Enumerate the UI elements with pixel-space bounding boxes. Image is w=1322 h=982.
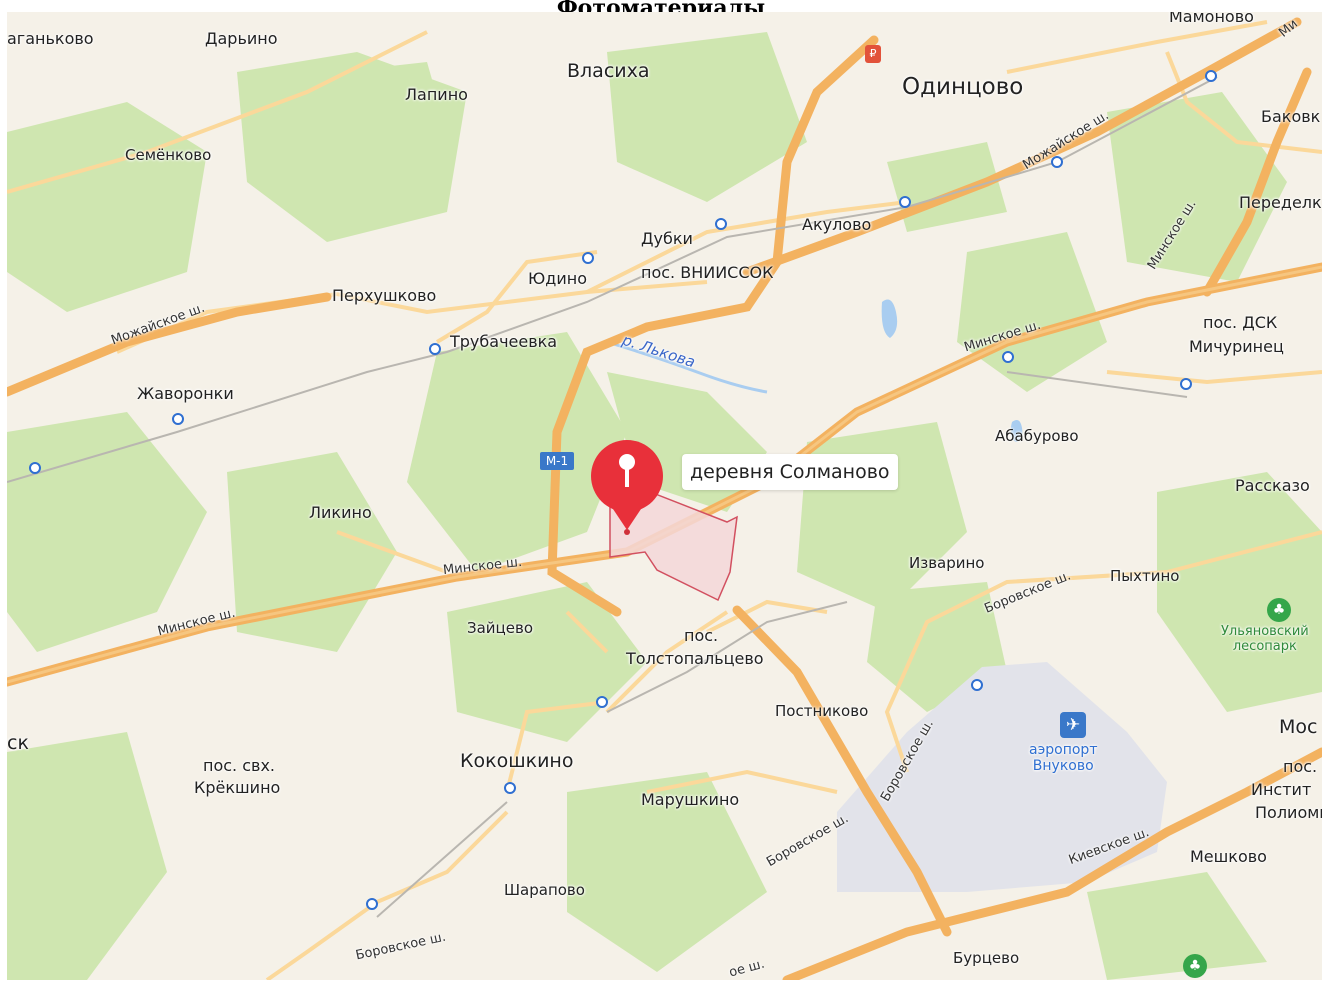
place-label[interactable]: Жаворонки (137, 384, 234, 403)
railway-station-icon[interactable] (1051, 156, 1063, 168)
place-label[interactable]: Переделк (1239, 193, 1322, 212)
park-icon[interactable]: ♣ (1267, 598, 1291, 622)
map-pin-icon[interactable] (591, 440, 663, 530)
place-label[interactable]: пос. свх. (203, 756, 275, 775)
heading-text: Фотоматериалы (557, 0, 765, 12)
map-base (7, 12, 1322, 980)
place-label[interactable]: Дарьино (205, 29, 278, 48)
place-label[interactable]: Ликино (309, 503, 372, 522)
railway-station-icon[interactable] (971, 679, 983, 691)
place-label[interactable]: Баковк (1261, 107, 1321, 126)
railway-station-icon[interactable] (715, 218, 727, 230)
place-label[interactable]: Юдино (528, 269, 587, 288)
place-label[interactable]: Зайцево (467, 619, 534, 637)
place-label[interactable]: Шарапово (504, 881, 585, 899)
railway-station-icon[interactable] (1205, 70, 1217, 82)
town-label[interactable]: Мос (1279, 716, 1318, 738)
place-label[interactable]: Абабурово (995, 427, 1079, 445)
place-label[interactable]: Марушкино (641, 790, 740, 809)
place-label[interactable]: Мичуринец (1189, 337, 1284, 356)
town-label[interactable]: ск (7, 732, 29, 754)
airport-icon[interactable]: ✈ (1060, 712, 1086, 738)
park-icon[interactable]: ♣ (1183, 954, 1207, 978)
place-label[interactable]: Крёкшино (194, 778, 281, 797)
place-label[interactable]: Лапино (405, 85, 468, 104)
town-label[interactable]: Власиха (567, 60, 650, 82)
place-label[interactable]: Дубки (641, 229, 693, 248)
park-label-line2: лесопарк (1232, 639, 1297, 654)
place-label[interactable]: Мешково (1190, 847, 1267, 866)
railway-station-icon[interactable] (366, 898, 378, 910)
place-label[interactable]: аганьково (7, 29, 94, 48)
place-label[interactable]: пос. (1283, 757, 1318, 776)
page-heading: Фотоматериалы (0, 0, 1322, 12)
railway-station-icon[interactable] (504, 782, 516, 794)
railway-station-icon[interactable] (1002, 351, 1014, 363)
place-label[interactable]: пос. ВНИИССОК (641, 263, 774, 282)
railway-station-icon[interactable] (29, 462, 41, 474)
railway-station-icon[interactable] (596, 696, 608, 708)
town-label[interactable]: Одинцово (902, 74, 1024, 100)
railway-station-icon[interactable] (172, 413, 184, 425)
railway-station-icon[interactable] (1180, 378, 1192, 390)
airport-label-line2: Внуково (1032, 758, 1094, 774)
park-label-line1: Ульяновский (1221, 624, 1309, 639)
airport-label[interactable]: аэропорт Внуково (1029, 742, 1097, 774)
place-label[interactable]: Полиоми (1255, 803, 1322, 822)
place-label[interactable]: Рассказо (1235, 476, 1310, 495)
railway-station-icon[interactable] (899, 196, 911, 208)
place-label[interactable]: Трубачеевка (450, 332, 558, 351)
place-label[interactable]: Мамоново (1169, 7, 1254, 26)
place-label[interactable]: Толстопальцево (626, 649, 764, 668)
place-label[interactable]: Пыхтино (1110, 567, 1180, 585)
highway-shield: М-1 (540, 452, 574, 470)
place-label[interactable]: Акулово (802, 215, 872, 234)
fuel-station-icon: ₽ (865, 45, 881, 63)
place-label[interactable]: пос. (684, 626, 719, 645)
place-label[interactable]: Инстит (1251, 780, 1312, 799)
place-label[interactable]: Изварино (909, 554, 985, 572)
park-label[interactable]: Ульяновский лесопарк (1221, 624, 1309, 654)
marker-label[interactable]: деревня Солманово (682, 454, 898, 490)
place-label[interactable]: Семёнково (125, 146, 212, 164)
map-canvas[interactable]: ₽ М-1 ✈ ♣ ♣ Одинцово Власиха Кокошкино М… (7, 8, 1322, 980)
place-label[interactable]: пос. ДСК (1203, 313, 1278, 332)
place-label[interactable]: Постниково (775, 702, 869, 720)
railway-station-icon[interactable] (429, 343, 441, 355)
railway-station-icon[interactable] (582, 252, 594, 264)
place-label[interactable]: Бурцево (953, 949, 1020, 967)
place-label[interactable]: Перхушково (332, 286, 437, 305)
airport-label-line1: аэропорт (1029, 742, 1098, 758)
town-label[interactable]: Кокошкино (460, 750, 574, 772)
